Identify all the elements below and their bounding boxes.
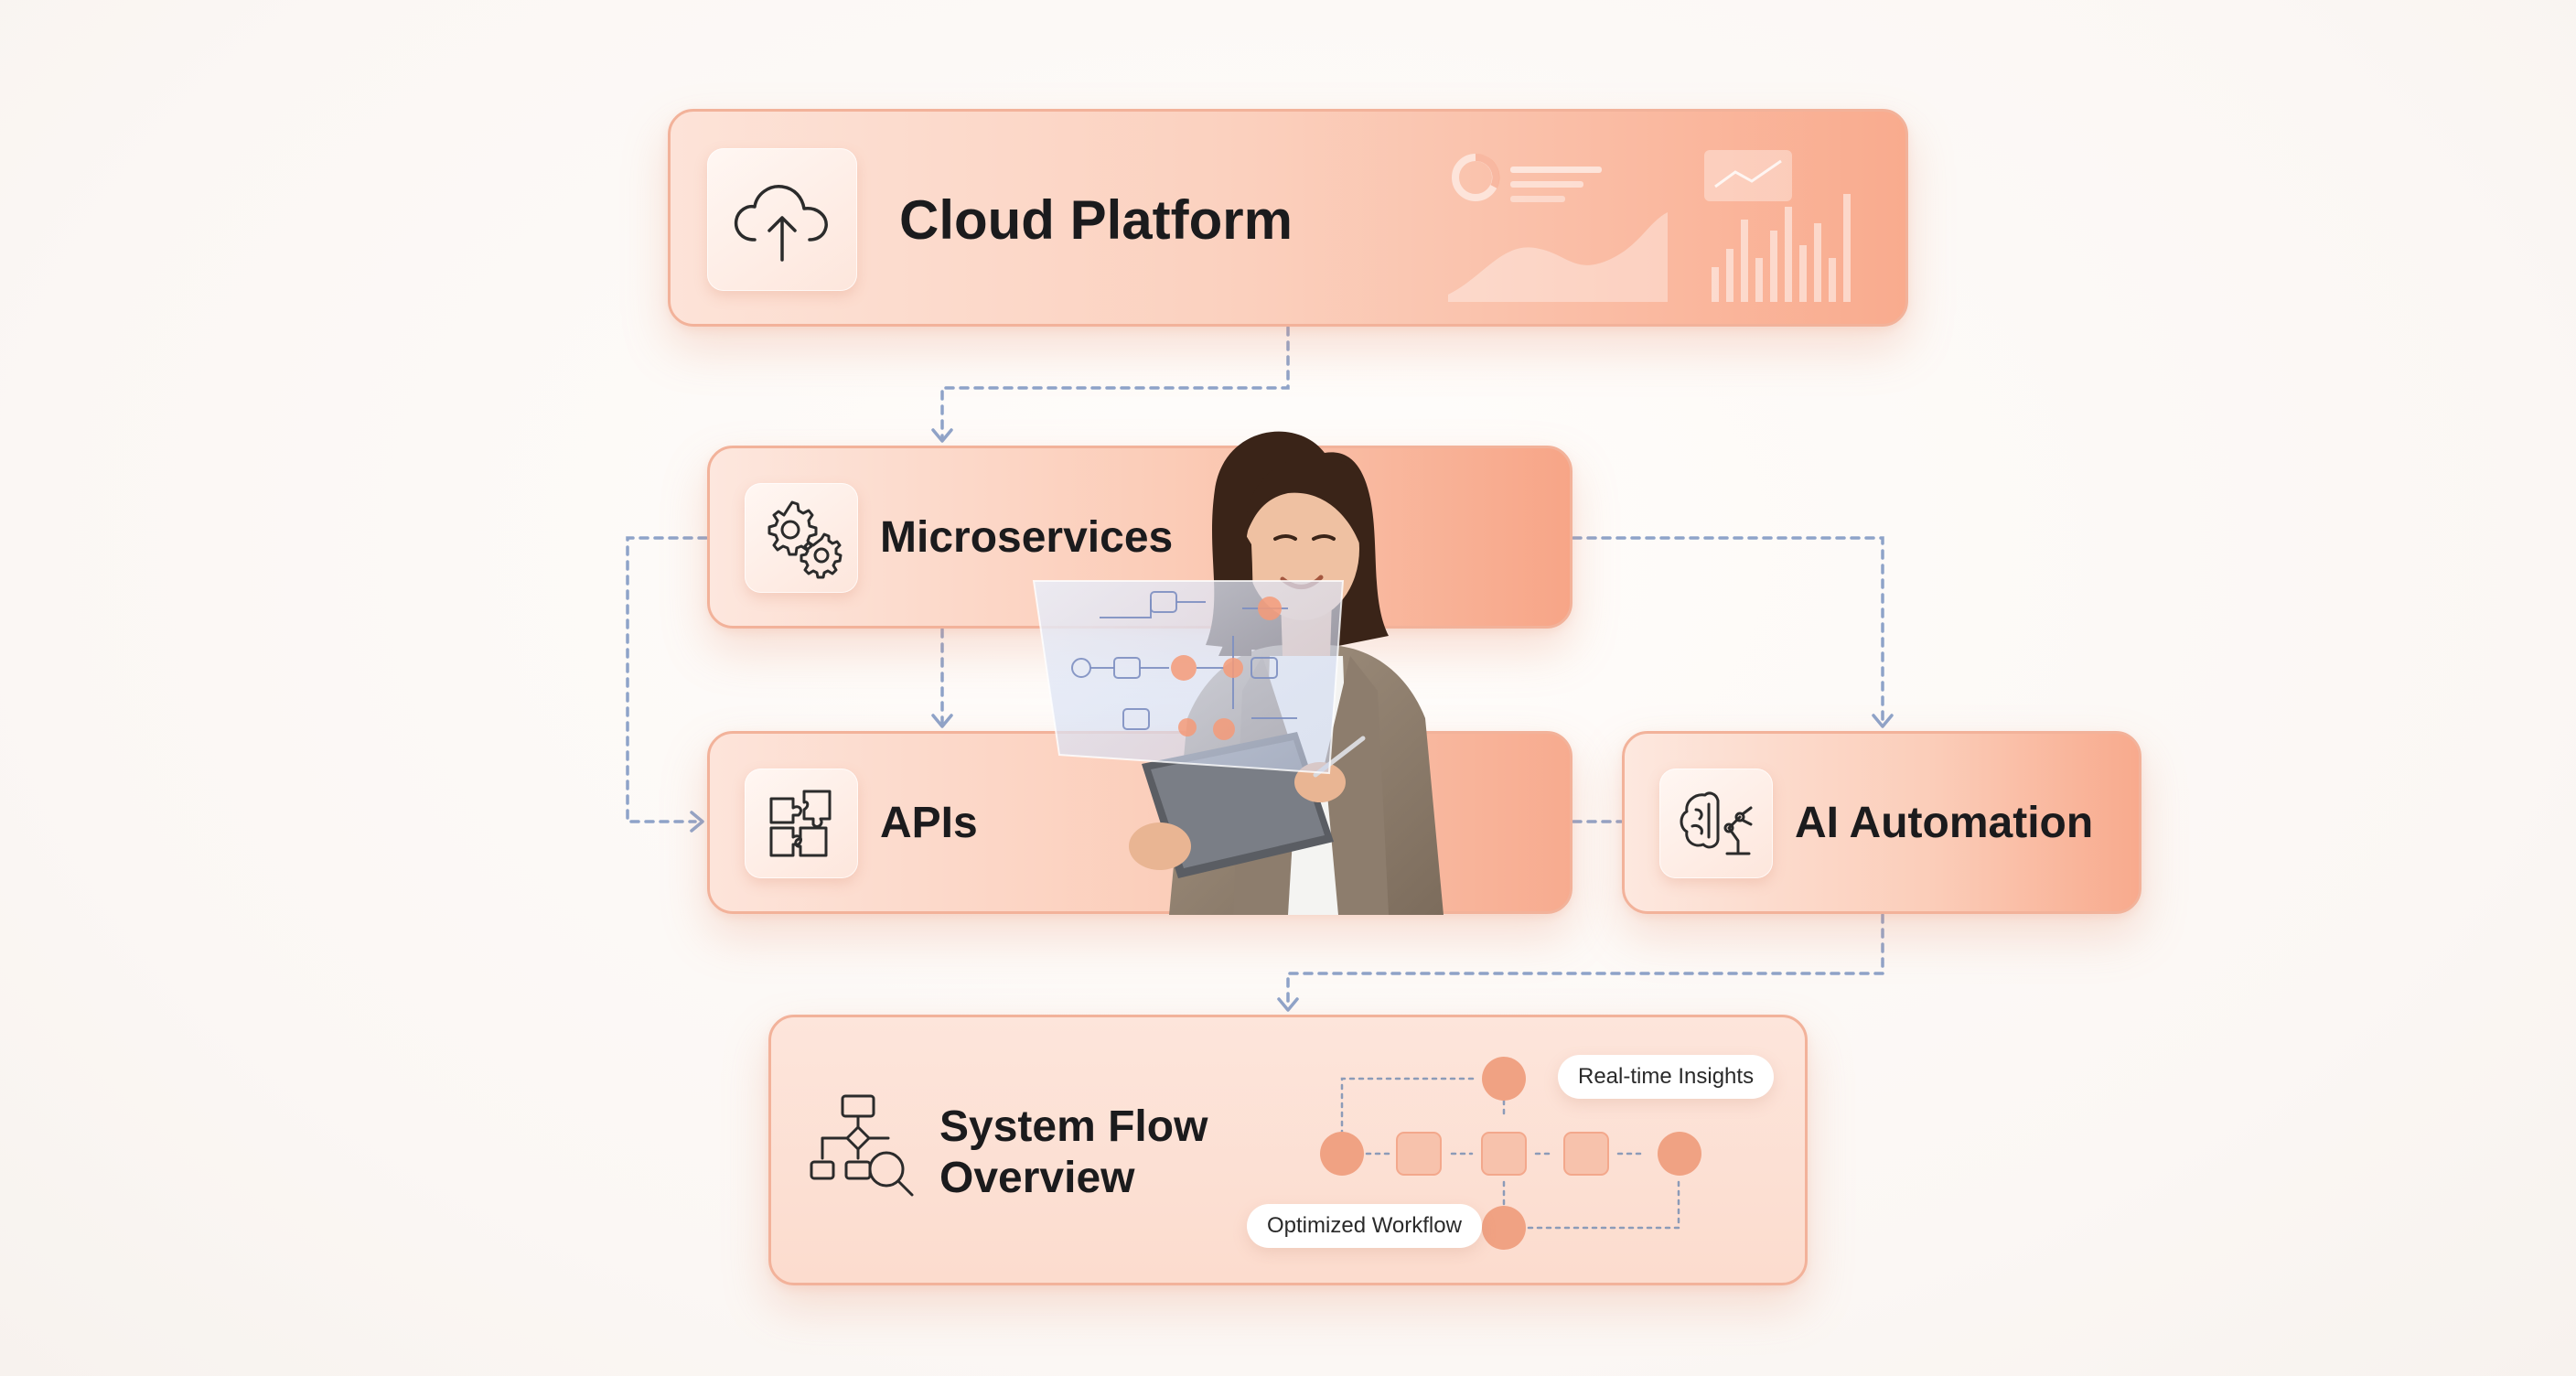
system-flow-overview-card: System Flow Overview Real-time Insights … [768,1015,1808,1285]
system-flow-title-line2: Overview [939,1154,1135,1202]
optimized-workflow-label: Optimized Workflow [1247,1204,1482,1248]
flow-node-circle [1482,1057,1526,1101]
connector-cloud-to-microservices [940,326,1290,439]
gears-icon [745,483,858,593]
flow-node-circle [1482,1206,1526,1250]
cloud-upload-icon [707,148,857,291]
mini-flow-diagram [1320,1057,1701,1250]
real-time-insights-label: Real-time Insights [1558,1055,1775,1099]
ai-automation-card: AI Automation [1622,731,2141,914]
flow-link [1340,1077,1477,1136]
system-flow-title: System Flow Overview [939,1102,1208,1204]
ai-automation-title: AI Automation [1795,799,2094,847]
apis-title: APIs [880,799,978,847]
flow-node-box [1481,1132,1527,1176]
connector-ai-to-system-flow [1286,913,1884,1008]
flow-node-circle [1320,1132,1364,1176]
flowchart-search-icon [804,1091,923,1200]
brain-robot-arm-icon [1659,769,1773,878]
arrow-head [690,811,704,833]
connector-microservices-to-ai [1572,536,1884,725]
microservices-title: Microservices [880,513,1174,562]
cloud-platform-card: Cloud Platform [668,109,1908,327]
flow-link [1527,1180,1680,1230]
arrow-head [931,714,953,728]
dashboard-graphic [1448,150,1851,302]
puzzle-icon [745,769,858,878]
cloud-platform-title: Cloud Platform [899,189,1293,251]
connector-microservices-to-apis-left [626,536,708,823]
arrow-head [1872,714,1894,728]
system-flow-title-line1: System Flow [939,1102,1208,1151]
flow-node-box [1563,1132,1609,1176]
woman-with-tablet-photo [1032,431,1444,915]
arrow-head [1277,997,1299,1012]
flow-node-box [1396,1132,1442,1176]
flow-node-circle [1658,1132,1701,1176]
arrow-head [931,428,953,443]
